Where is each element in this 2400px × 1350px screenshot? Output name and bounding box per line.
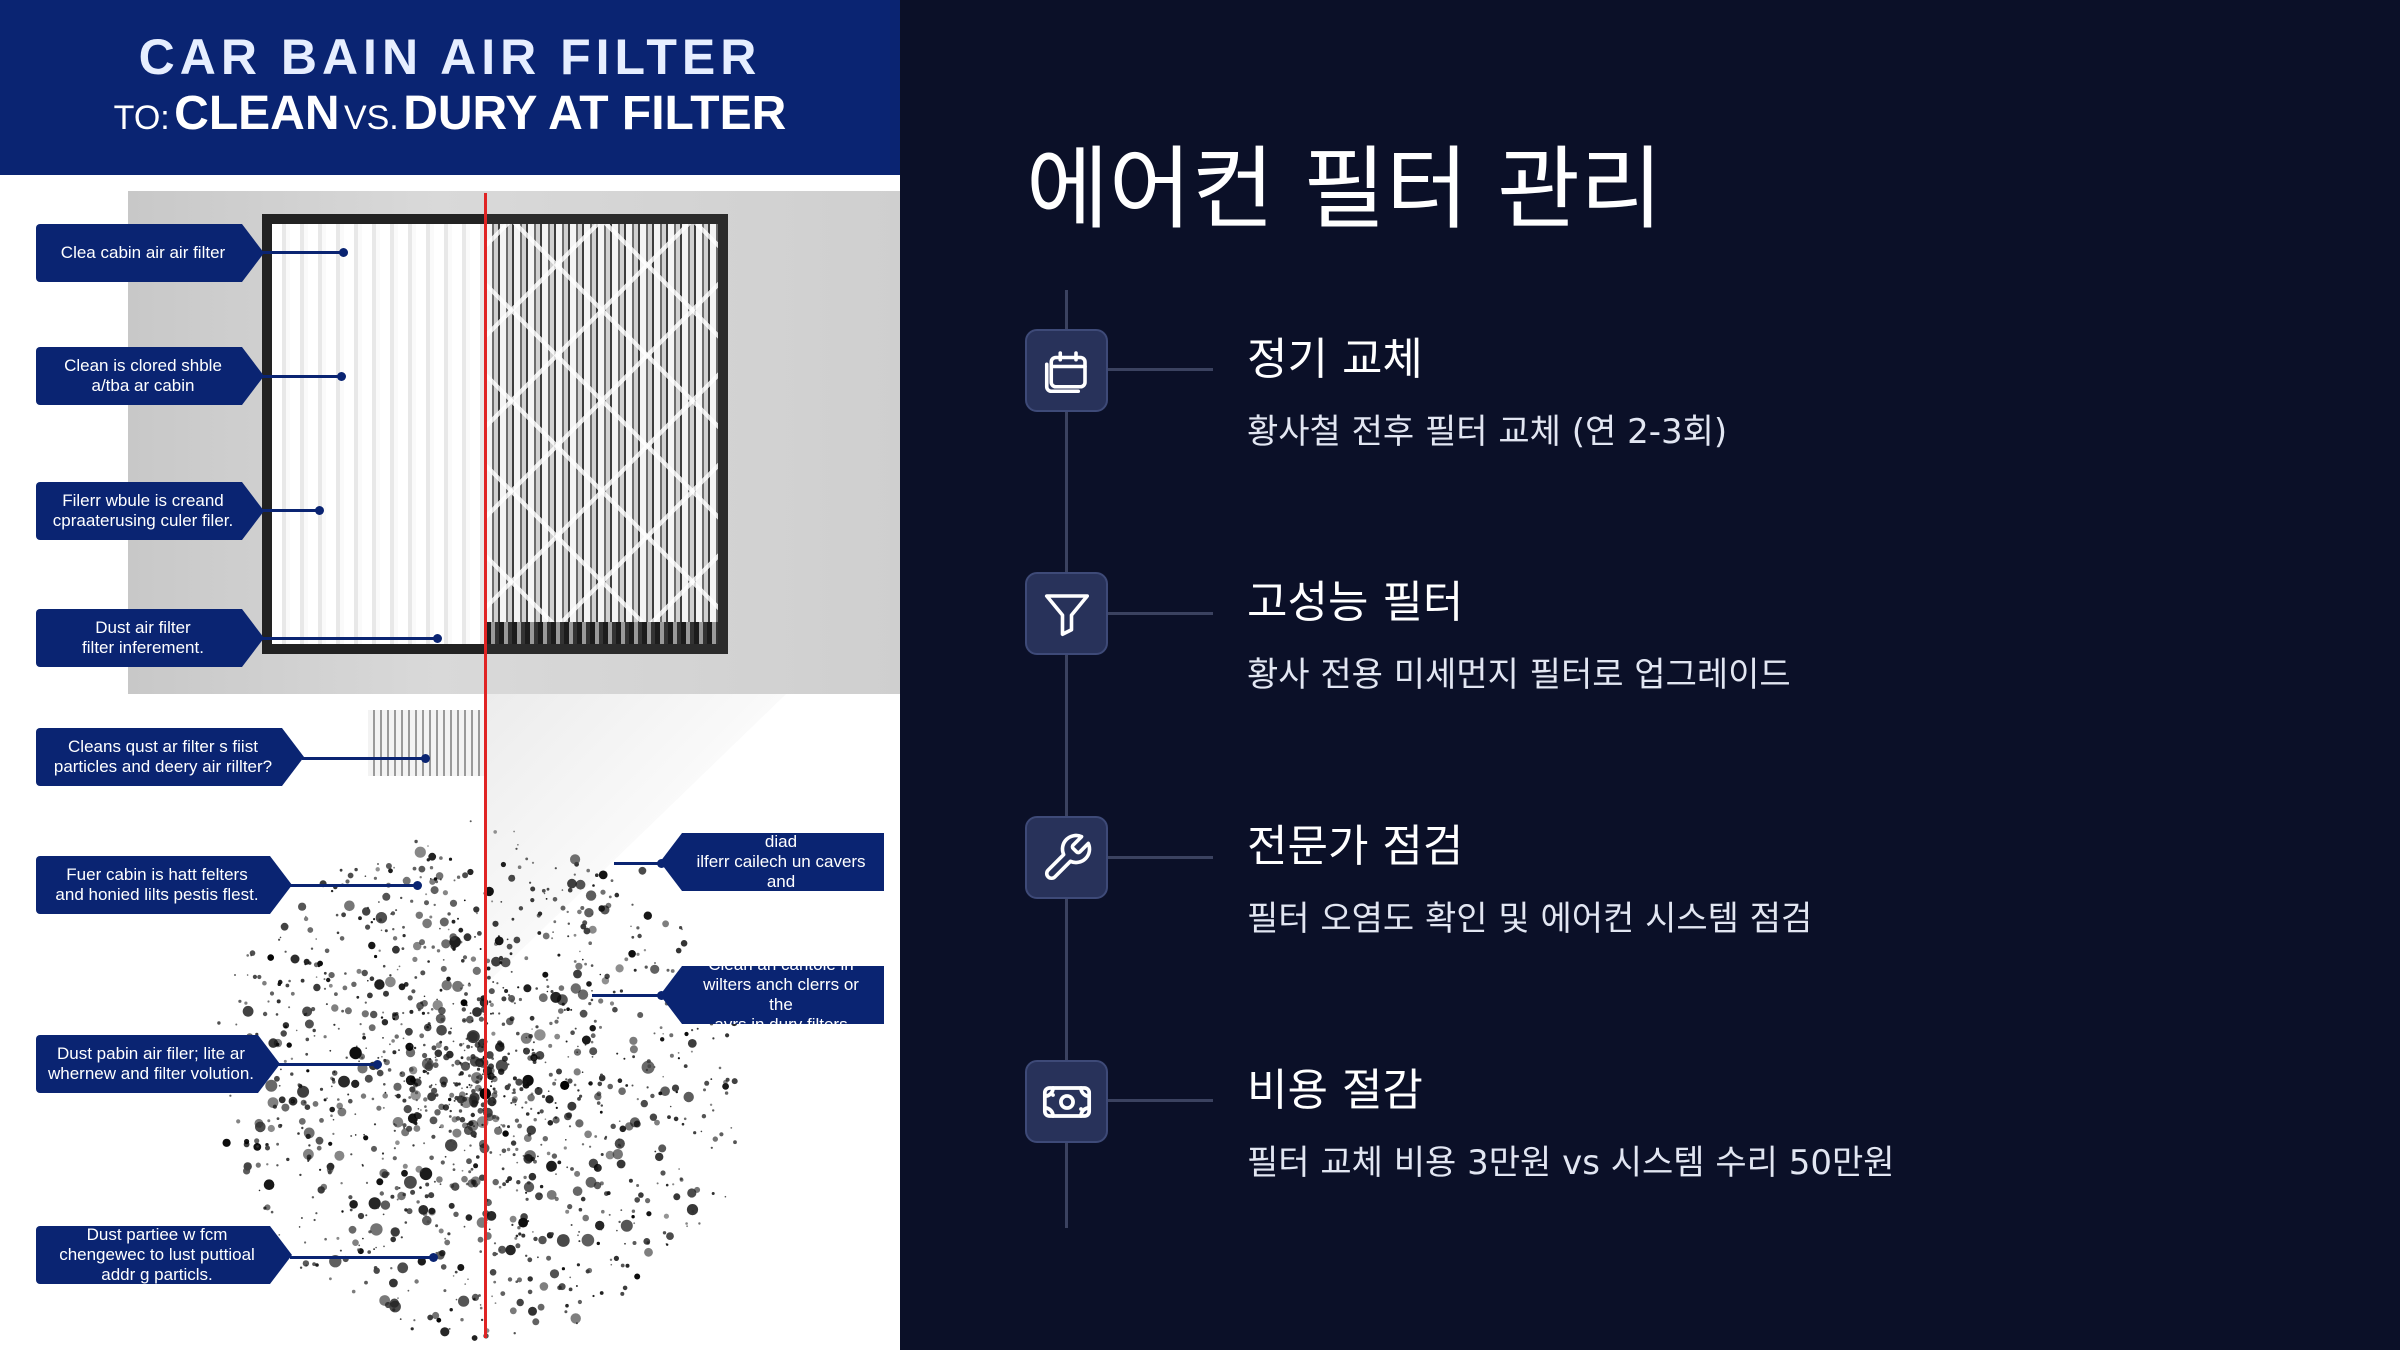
dust-particles-graphic [206, 820, 738, 1341]
item-desc-expert-inspection: 필터 오염도 확인 및 에어컨 시스템 점검 [1247, 899, 1813, 939]
callout-8-leader [290, 1253, 438, 1262]
comparison-divider [484, 193, 487, 1338]
callout-4: Dust air filter filter inferement. [36, 609, 264, 667]
callout-7: Dust pabin air filer; lite ar whernew an… [36, 1035, 280, 1093]
callout-6-leader [290, 881, 422, 890]
infographic-title: CAR BAIN AIR FILTER [138, 29, 762, 85]
item-connector-3 [1108, 856, 1213, 859]
callout-2-leader [262, 372, 346, 381]
item-title-cost-saving: 비용 절감 [1247, 1065, 1423, 1116]
item-connector-1 [1108, 368, 1213, 371]
callout-5-leader [302, 754, 430, 763]
callout-1: Clea cabin air air filter [36, 224, 264, 282]
item-connector-2 [1108, 612, 1213, 615]
subtitle-dirty: DURY AT FILTER [403, 87, 787, 140]
item-title-high-performance-filter: 고성능 필터 [1247, 577, 1464, 628]
clean-filter-picture [262, 214, 488, 654]
page-title: 에어컨 필터 관리 [1026, 137, 1663, 242]
money-icon [1025, 1060, 1108, 1143]
callout-6: Fuer cabin is hatt felters and honied li… [36, 856, 292, 914]
content-panel: 에어컨 필터 관리 정기 교체 황사철 전후 필터 교체 (연 2-3회) 고성… [900, 0, 2400, 1350]
infographic-image: CAR BAIN AIR FILTER TO: CLEAN VS. DURY A… [0, 0, 900, 1350]
mini-filter-picture [368, 710, 486, 776]
subtitle-vs: VS. [343, 99, 399, 137]
calendar-icon [1025, 329, 1108, 412]
callout-1-leader [262, 248, 348, 257]
callout-3: Filerr wbule is creand cpraaterusing cul… [36, 482, 264, 540]
item-desc-cost-saving: 필터 교체 비용 3만원 vs 시스템 수리 50만원 [1247, 1143, 1895, 1183]
filter-funnel-icon [1025, 572, 1108, 655]
subtitle-clean: CLEAN [174, 87, 340, 140]
callout-9: Derryy viole s only ban diad ilferr cail… [660, 833, 884, 891]
infographic-subtitle: TO: CLEAN VS. DURY AT FILTER [0, 86, 900, 141]
callout-3-leader [262, 506, 324, 515]
callout-10: Clean an caritole in wilters anch clerrs… [660, 966, 884, 1024]
callout-10-leader [592, 991, 666, 1000]
callout-9-leader [614, 859, 666, 868]
item-title-regular-replacement: 정기 교체 [1247, 334, 1423, 385]
wrench-icon [1025, 816, 1108, 899]
timeline-line [1065, 290, 1068, 1228]
item-desc-regular-replacement: 황사철 전후 필터 교체 (연 2-3회) [1247, 412, 1728, 452]
item-title-expert-inspection: 전문가 점검 [1247, 821, 1464, 872]
header-stripe [0, 175, 900, 191]
callout-5: Cleans qust ar filter s fiist particles … [36, 728, 304, 786]
callout-7-leader [278, 1060, 382, 1069]
callout-4-leader [262, 634, 442, 643]
subtitle-prefix: TO: [113, 99, 170, 137]
item-connector-4 [1108, 1099, 1213, 1102]
infographic-header: CAR BAIN AIR FILTER TO: CLEAN VS. DURY A… [0, 0, 900, 175]
callout-8: Dust partiee w fcm chengewec to lust put… [36, 1226, 292, 1284]
callout-2: Clean is clored shble a/tba ar cabin [36, 347, 264, 405]
item-desc-high-performance-filter: 황사 전용 미세먼지 필터로 업그레이드 [1247, 655, 1791, 695]
dirty-filter-picture [486, 214, 728, 654]
